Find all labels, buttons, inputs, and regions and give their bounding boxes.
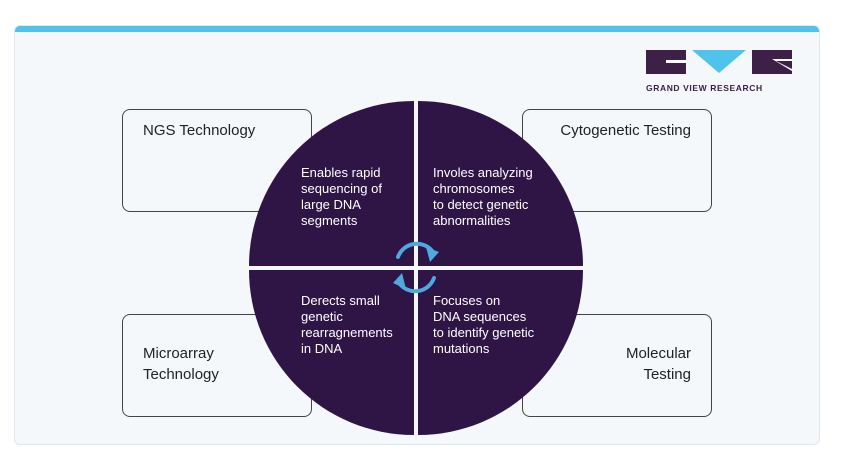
accent-bar bbox=[15, 26, 819, 32]
quadrant-bottom-left bbox=[249, 270, 414, 435]
quadrant-text-top-left: Enables rapid sequencing of large DNA se… bbox=[301, 165, 382, 228]
quadrant-bottom-right bbox=[418, 270, 583, 435]
quadrant-text-top-right: Involes analyzing chromosomes to detect … bbox=[433, 165, 533, 228]
box-label: Cytogenetic Testing bbox=[560, 122, 691, 139]
box-label-line1: Molecular bbox=[625, 345, 691, 362]
box-label-line1: Microarray bbox=[143, 345, 214, 362]
quadrant-text-bottom-right: Focuses on DNA sequences to identify gen… bbox=[433, 293, 535, 356]
quadrant-top-left bbox=[249, 101, 414, 266]
quadrant-top-right bbox=[418, 101, 583, 266]
box-label-line2: Testing bbox=[643, 366, 691, 383]
gvr-logo: GRAND VIEW RESEARCH bbox=[646, 50, 796, 98]
box-label-line2: Technology bbox=[143, 366, 219, 383]
box-label: NGS Technology bbox=[143, 122, 256, 139]
logo-caption: GRAND VIEW RESEARCH bbox=[646, 83, 763, 93]
quadrant-text-bottom-left: Derects small genetic rearragnements in … bbox=[301, 293, 393, 356]
gvr-logo-mark bbox=[646, 50, 792, 74]
